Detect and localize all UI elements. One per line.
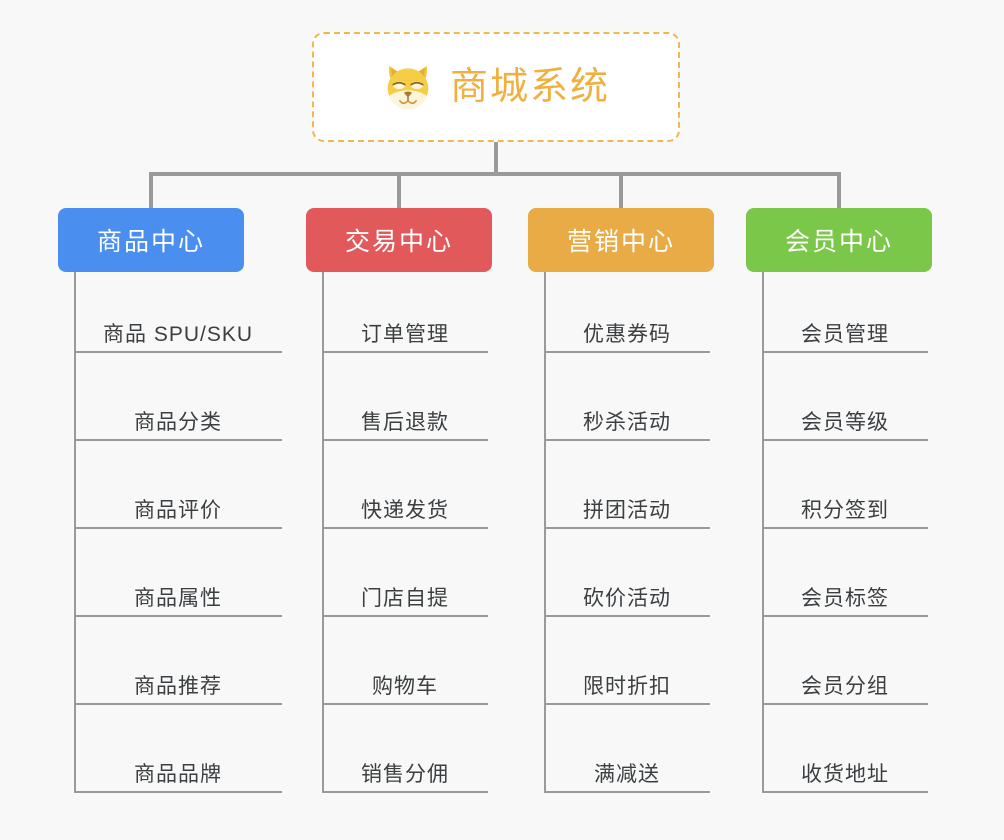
leaf-item[interactable]: 订单管理 <box>322 265 488 353</box>
leaf-item-label: 商品品牌 <box>134 762 222 786</box>
leaf-item-label: 优惠券码 <box>583 322 671 346</box>
leaf-item-label: 商品评价 <box>134 498 222 522</box>
leaf-item-underline <box>544 527 710 529</box>
leaf-item[interactable]: 会员标签 <box>762 529 928 617</box>
category-label: 会员中心 <box>784 228 893 256</box>
leaf-item-underline <box>762 791 928 793</box>
leaf-item-underline <box>74 527 282 529</box>
leaf-item-underline <box>74 703 282 705</box>
leaf-item[interactable]: 购物车 <box>322 617 488 705</box>
leaf-item-label: 售后退款 <box>361 410 449 434</box>
leaf-item-label: 商品 SPU/SKU <box>102 322 254 346</box>
leaf-item[interactable]: 门店自提 <box>322 529 488 617</box>
leaf-item-underline <box>322 439 488 441</box>
leaf-item-underline <box>74 615 282 617</box>
leaf-item[interactable]: 优惠券码 <box>544 265 710 353</box>
leaf-item-label: 砍价活动 <box>583 586 671 610</box>
branch-spine <box>74 272 76 793</box>
leaf-item[interactable]: 商品属性 <box>74 529 282 617</box>
leaf-item[interactable]: 秒杀活动 <box>544 353 710 441</box>
leaf-item[interactable]: 收货地址 <box>762 705 928 793</box>
category-node-3[interactable]: 营销中心 <box>528 208 714 272</box>
leaf-item-underline <box>544 791 710 793</box>
leaf-item-underline <box>762 703 928 705</box>
root-node[interactable]: 商城系统 <box>312 32 680 142</box>
leaf-item-underline <box>762 439 928 441</box>
leaf-item-label: 会员标签 <box>801 586 889 610</box>
branch-spine <box>762 272 764 793</box>
leaf-item-label: 收货地址 <box>801 762 889 786</box>
leaf-item-label: 销售分佣 <box>361 762 449 786</box>
leaf-item-label: 商品推荐 <box>134 674 222 698</box>
leaf-item-label: 会员分组 <box>801 674 889 698</box>
leaf-item-underline <box>322 527 488 529</box>
leaf-item[interactable]: 会员等级 <box>762 353 928 441</box>
leaf-item[interactable]: 商品品牌 <box>74 705 282 793</box>
leaf-item[interactable]: 限时折扣 <box>544 617 710 705</box>
leaf-item[interactable]: 会员分组 <box>762 617 928 705</box>
leaf-item-underline <box>544 703 710 705</box>
leaf-item[interactable]: 商品分类 <box>74 353 282 441</box>
leaf-item-label: 门店自提 <box>361 586 449 610</box>
leaf-item-label: 会员等级 <box>801 410 889 434</box>
leaf-item-label: 积分签到 <box>801 498 889 522</box>
category-label: 交易中心 <box>344 228 453 256</box>
leaf-item[interactable]: 拼团活动 <box>544 441 710 529</box>
leaf-item-label: 拼团活动 <box>583 498 671 522</box>
leaf-item-label: 商品分类 <box>134 410 222 434</box>
leaf-item[interactable]: 积分签到 <box>762 441 928 529</box>
leaf-item-label: 购物车 <box>372 674 438 698</box>
leaf-item-label: 满减送 <box>594 762 660 786</box>
leaf-item[interactable]: 砍价活动 <box>544 529 710 617</box>
leaf-item-underline <box>762 527 928 529</box>
leaf-item[interactable]: 会员管理 <box>762 265 928 353</box>
leaf-item[interactable]: 商品推荐 <box>74 617 282 705</box>
shiba-dog-face-icon <box>387 65 429 109</box>
leaf-item-underline <box>74 791 282 793</box>
leaf-item-underline <box>762 351 928 353</box>
branch-spine <box>322 272 324 793</box>
leaf-item-label: 快递发货 <box>361 498 449 522</box>
category-label: 营销中心 <box>566 228 675 256</box>
leaf-item-underline <box>74 439 282 441</box>
leaf-item-label: 会员管理 <box>801 322 889 346</box>
category-node-4[interactable]: 会员中心 <box>746 208 932 272</box>
leaf-item[interactable]: 售后退款 <box>322 353 488 441</box>
leaf-item[interactable]: 商品评价 <box>74 441 282 529</box>
category-label: 商品中心 <box>96 228 205 256</box>
leaf-item[interactable]: 满减送 <box>544 705 710 793</box>
category-node-2[interactable]: 交易中心 <box>306 208 492 272</box>
leaf-item-underline <box>544 351 710 353</box>
leaf-item-label: 订单管理 <box>361 322 449 346</box>
branch-spine <box>544 272 546 793</box>
leaf-item-underline <box>74 351 282 353</box>
leaf-item-underline <box>762 615 928 617</box>
category-node-1[interactable]: 商品中心 <box>58 208 244 272</box>
leaf-item-underline <box>544 439 710 441</box>
leaf-item-underline <box>322 791 488 793</box>
leaf-item-underline <box>322 703 488 705</box>
leaf-item-underline <box>322 615 488 617</box>
leaf-item[interactable]: 商品 SPU/SKU <box>74 265 282 353</box>
leaf-item-underline <box>544 615 710 617</box>
leaf-item[interactable]: 快递发货 <box>322 441 488 529</box>
root-title: 商城系统 <box>449 66 610 108</box>
leaf-item[interactable]: 销售分佣 <box>322 705 488 793</box>
leaf-item-label: 商品属性 <box>134 586 222 610</box>
leaf-item-label: 限时折扣 <box>583 674 671 698</box>
leaf-item-underline <box>322 351 488 353</box>
leaf-item-label: 秒杀活动 <box>583 410 671 434</box>
